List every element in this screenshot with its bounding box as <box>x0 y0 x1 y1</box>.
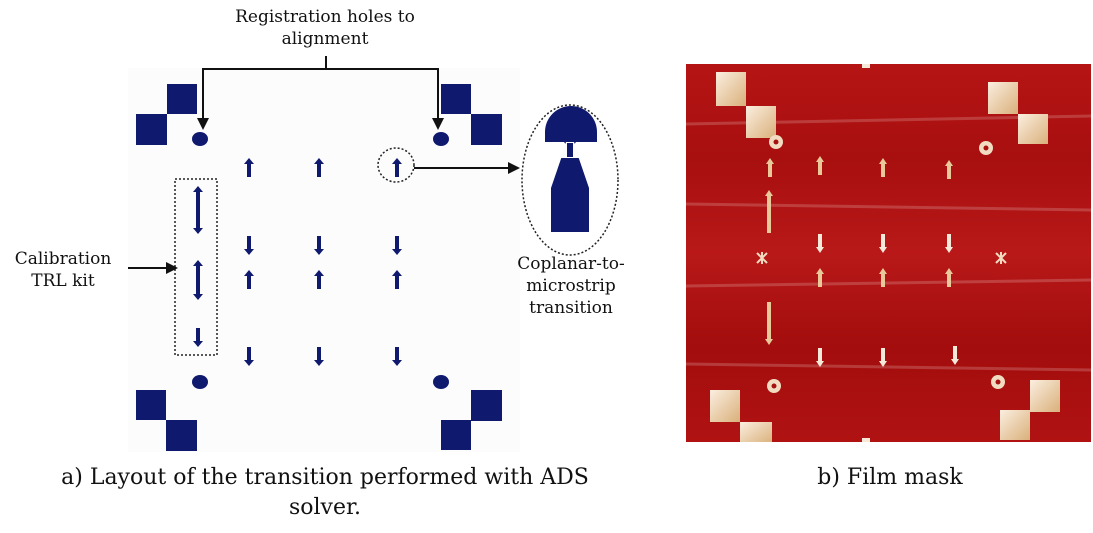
mask-transition-down <box>879 234 887 253</box>
mask-transition-up <box>879 268 887 287</box>
mask-transition-down <box>816 348 824 367</box>
transition-down <box>244 347 254 366</box>
arrowhead <box>166 262 178 274</box>
transition-label-line3: transition <box>529 298 613 318</box>
transition-label-line2: microstrip <box>526 276 616 296</box>
transition-up <box>244 270 254 289</box>
mask-transition-down <box>945 234 953 253</box>
mask-transition-up <box>879 158 887 177</box>
registration-hole <box>192 375 208 389</box>
corner-marker-bottom-right <box>441 390 502 450</box>
transition-down <box>314 347 324 366</box>
film-mask-photo <box>686 64 1091 442</box>
mask-transition-down <box>951 346 959 365</box>
mask-transition-down <box>816 234 824 253</box>
transition-label-line1: Coplanar-to- <box>517 254 625 274</box>
mask-transition-up <box>816 268 824 287</box>
film-mask-drawing <box>686 64 1091 442</box>
mask-transition-up <box>766 158 774 177</box>
transition-up <box>392 270 402 289</box>
corner-marker-top-left <box>136 84 197 145</box>
calibration-label-line2: TRL kit <box>31 271 95 291</box>
mask-corner-bottom-left <box>710 390 772 442</box>
registration-holes-label: Registration holes to alignment <box>205 6 445 50</box>
zoom-detail-dotted-circle <box>521 104 619 256</box>
mask-corner-top-left <box>716 72 776 138</box>
mask-transition-down <box>879 348 887 367</box>
registration-label-line2: alignment <box>281 29 369 49</box>
corner-marker-top-right <box>441 84 502 145</box>
transition-down <box>244 236 254 255</box>
calibration-label-line1: Calibration <box>14 249 112 269</box>
registration-callout-lines <box>202 56 439 121</box>
coplanar-microstrip-transition-detail <box>545 106 597 232</box>
mask-transition-up <box>945 268 953 287</box>
transition-up <box>392 158 402 177</box>
zoom-source-dotted-circle <box>377 147 415 183</box>
transition-up <box>244 158 254 177</box>
registration-hole <box>192 132 208 146</box>
mask-fiducial <box>756 252 768 264</box>
transition-down <box>314 236 324 255</box>
transition-up <box>314 270 324 289</box>
layout-diagram <box>128 56 619 452</box>
layout-background <box>128 68 520 452</box>
transition-label: Coplanar-to- microstrip transition <box>506 253 636 319</box>
mask-trl-line <box>765 190 773 233</box>
registration-hole <box>433 375 449 389</box>
mask-corner-top-right <box>988 82 1048 144</box>
trl-reflect <box>193 328 203 347</box>
corner-marker-bottom-left <box>136 390 197 451</box>
arrowhead <box>508 162 520 174</box>
coplanar-feed <box>567 143 573 157</box>
figure-a-caption: a) Layout of the transition performed wi… <box>10 463 640 523</box>
registration-hole <box>433 132 449 146</box>
calibration-trl-label: Calibration TRL kit <box>4 248 122 292</box>
figure-a-caption-line1: a) Layout of the transition performed wi… <box>61 465 589 490</box>
mask-fiducial <box>995 252 1007 264</box>
transition-down <box>392 347 402 366</box>
registration-label-line1: Registration holes to <box>235 7 415 27</box>
mask-edge-mark <box>862 438 870 442</box>
transition-down <box>392 236 402 255</box>
mask-edge-mark <box>862 64 870 68</box>
mask-transition-up <box>945 160 953 179</box>
trl-thru-line <box>193 186 203 234</box>
mask-trl-line <box>765 302 773 345</box>
mask-corner-bottom-right <box>1000 380 1060 440</box>
arrowhead <box>197 118 209 130</box>
transition-up <box>314 158 324 177</box>
arrowhead <box>432 118 444 130</box>
trl-line <box>193 260 203 300</box>
figure-b-caption: b) Film mask <box>817 465 963 490</box>
mask-transition-up <box>816 156 824 175</box>
figure-a-caption-line2: solver. <box>288 495 362 520</box>
